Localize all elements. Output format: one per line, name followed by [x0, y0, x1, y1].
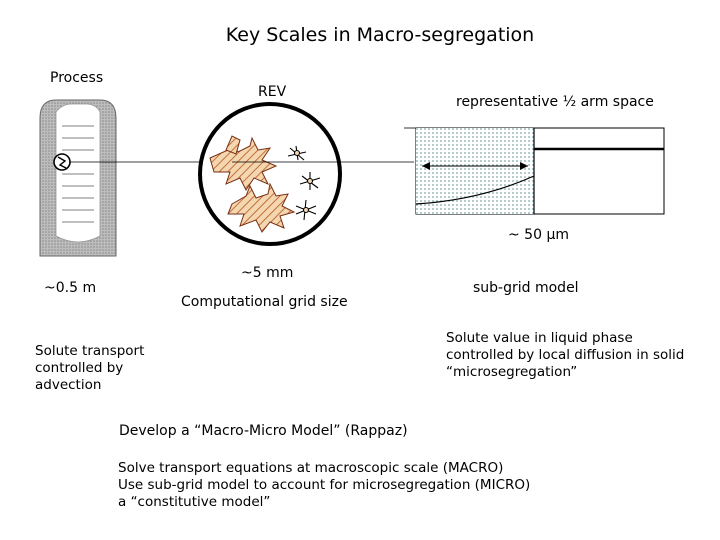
macro-scale-label: ~0.5 m: [44, 280, 97, 296]
rev-marker-circle: [53, 153, 71, 171]
arm-space-label: representative ½ arm space: [456, 94, 654, 110]
rev-label: REV: [258, 84, 287, 100]
interface-curve: [415, 175, 535, 205]
approach-title: Develop a “Macro-Micro Model” (Rappaz): [119, 423, 408, 439]
rev-circle: [198, 102, 342, 246]
approach-list: Solve transport equations at macroscopic…: [118, 460, 531, 510]
arm-space-box: [415, 127, 665, 215]
micron-scale-label: ~ 50 µm: [508, 227, 569, 243]
page-title: Key Scales in Macro-segregation: [225, 24, 535, 46]
grid-scale-label: ~5 mm: [241, 265, 294, 281]
process-label: Process: [50, 70, 104, 86]
microsegregation-note: Solute value in liquid phase controlled …: [446, 330, 685, 380]
grid-size-label: Computational grid size: [181, 294, 348, 310]
dendrite-cluster: [209, 135, 296, 233]
small-dendrites: [287, 145, 321, 221]
subgrid-label: sub-grid model: [473, 280, 579, 296]
advection-note: Solute transport controlled by advection: [35, 343, 145, 393]
casting-mold: [39, 99, 117, 257]
